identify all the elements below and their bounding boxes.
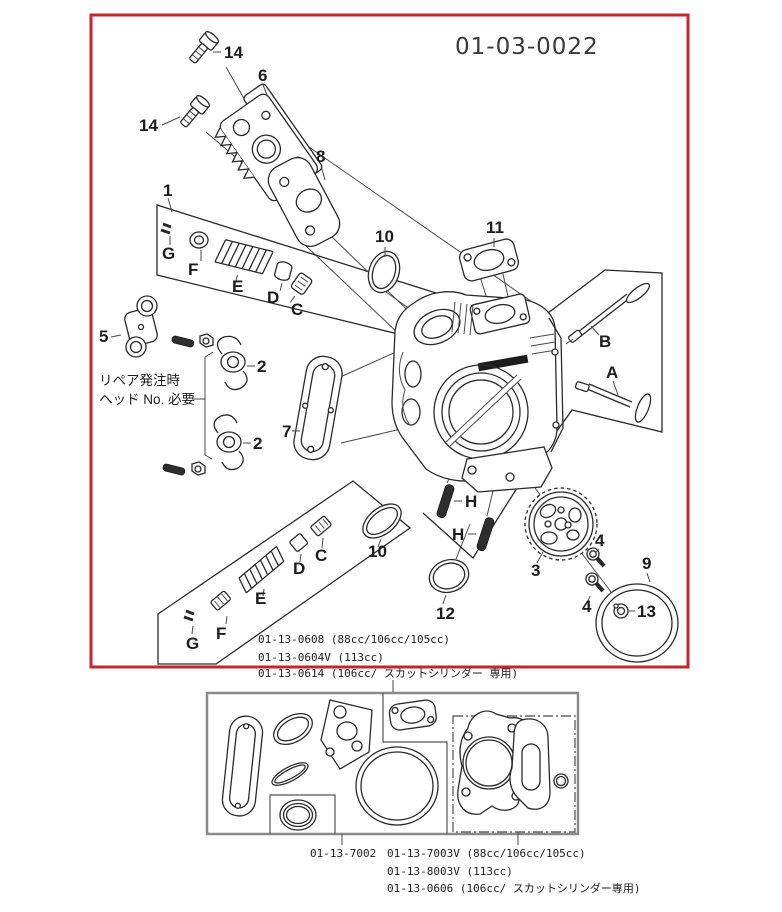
rocker-arm-2-upper xyxy=(216,335,255,391)
kit-oval-oring xyxy=(273,712,313,746)
kit-part-right-2: 01-13-8003V (113cc) xyxy=(387,865,513,878)
bolt-4-lower xyxy=(585,572,605,602)
kit-small-oval xyxy=(279,799,317,831)
callout-F-bottom: F xyxy=(216,624,226,643)
callout-10-lower: 10 xyxy=(368,542,387,561)
callout-D-top: D xyxy=(267,288,279,307)
callout-6: 6 xyxy=(258,66,267,85)
kit-part-right-1: 01-13-7003V (88cc/106cc/105cc) xyxy=(387,847,586,860)
port-shadow xyxy=(477,354,529,372)
repair-note-line1: リペア発注時 xyxy=(99,373,180,388)
o-ring-10-lower xyxy=(362,503,402,539)
head-option-3: 01-13-0614 (106cc/ スカットシリンダー 専用) xyxy=(258,666,518,680)
callout-C-bottom: C xyxy=(315,546,327,565)
callout-2-upper: 2 xyxy=(257,357,266,376)
gasket-kit-box xyxy=(205,680,580,845)
o-ring-12 xyxy=(428,558,470,594)
grommet-13 xyxy=(613,603,635,619)
kit-part-left: 01-13-7002 xyxy=(310,847,376,860)
valve-B xyxy=(565,282,651,345)
figure-frame xyxy=(89,13,690,669)
head-option-1: 01-13-0608 (88cc/106cc/105cc) xyxy=(258,633,450,646)
kit-large-oring xyxy=(355,746,439,826)
callout-4-lower: 4 xyxy=(582,597,592,616)
callout-11: 11 xyxy=(486,218,504,237)
adjuster-screw-nut-upper xyxy=(171,333,214,348)
head-option-2: 01-13-0604V (113cc) xyxy=(258,651,384,664)
rocker-arm-2-lower xyxy=(213,414,251,471)
spring-retainer-F-bottom xyxy=(210,590,231,625)
callout-G-bottom: G xyxy=(186,634,199,653)
bolt-14-lower xyxy=(180,94,211,128)
gasket-8 xyxy=(267,156,341,248)
spring-retainer-F-top xyxy=(189,231,209,261)
kit-cylinder-gasket xyxy=(509,718,551,810)
callout-9: 9 xyxy=(642,554,651,573)
spring-seat-D-bottom xyxy=(289,533,309,552)
valve-A xyxy=(574,380,652,423)
bolt-14-top xyxy=(189,30,220,64)
valve-cotters-G-bottom xyxy=(183,609,195,635)
callout-7: 7 xyxy=(282,422,291,441)
kit-exhaust-gasket xyxy=(388,699,437,731)
head-gasket-subbox xyxy=(452,715,576,833)
o-ring-10-top xyxy=(367,250,401,294)
intake-port xyxy=(413,308,461,346)
callout-12: 12 xyxy=(436,604,455,623)
bolt-4-upper xyxy=(586,547,606,568)
callout-B: B xyxy=(599,332,611,351)
stud-H-right xyxy=(468,517,495,552)
figure-code: 01-03-0022 xyxy=(455,34,599,60)
valve-spring-E-bottom xyxy=(238,546,285,594)
callout-G-top: G xyxy=(162,244,175,263)
cam-sprocket-3 xyxy=(524,487,598,564)
callout-10-top: 10 xyxy=(375,227,394,246)
kit-triangle-gasket xyxy=(320,699,373,770)
port-gasket-11 xyxy=(458,238,520,282)
callout-2-lower: 2 xyxy=(253,434,262,453)
callout-1: 1 xyxy=(163,181,172,200)
callout-labels: 14 14 6 8 1 10 11 B A 5 2 2 7 G F E D C … xyxy=(99,43,656,653)
valve-spring-E-top xyxy=(214,239,274,283)
callout-D-bottom: D xyxy=(293,559,305,578)
adjuster-screw-nut-lower xyxy=(162,461,206,476)
callout-F-top: F xyxy=(188,260,198,279)
callout-E-top: E xyxy=(232,277,243,296)
callout-E-bottom: E xyxy=(255,589,266,608)
callout-A: A xyxy=(606,363,618,382)
callout-13: 13 xyxy=(637,602,656,621)
kit-part-right-3: 01-13-0606 (106cc/ スカットシリンダー専用) xyxy=(387,881,640,895)
kit-narrow-oring xyxy=(271,762,309,786)
exhaust-flange xyxy=(469,293,531,335)
callout-14-lower: 14 xyxy=(139,116,158,135)
callout-8: 8 xyxy=(316,147,325,166)
rocker-bracket-5 xyxy=(110,295,158,358)
stud-H-left xyxy=(436,484,462,519)
side-gasket-7 xyxy=(293,355,343,461)
spring-seat-D-top xyxy=(274,261,293,291)
kit-small-oring2 xyxy=(553,773,569,789)
valve-cotters-G-top xyxy=(160,222,172,245)
cylinder-head xyxy=(391,291,564,493)
stem-seal-C-bottom xyxy=(310,515,332,537)
callout-H-left: H xyxy=(465,492,477,511)
callout-C-top: C xyxy=(291,300,303,319)
repair-note-line2: ヘッド No. 必要 xyxy=(99,392,195,407)
callout-14-top: 14 xyxy=(224,43,243,62)
callout-5: 5 xyxy=(99,327,108,346)
stem-seal-C-top xyxy=(289,272,313,303)
callout-H-right: H xyxy=(452,525,464,544)
callout-3: 3 xyxy=(531,561,540,580)
kit-cover-gasket xyxy=(221,715,264,817)
callout-4-upper: 4 xyxy=(595,531,605,550)
